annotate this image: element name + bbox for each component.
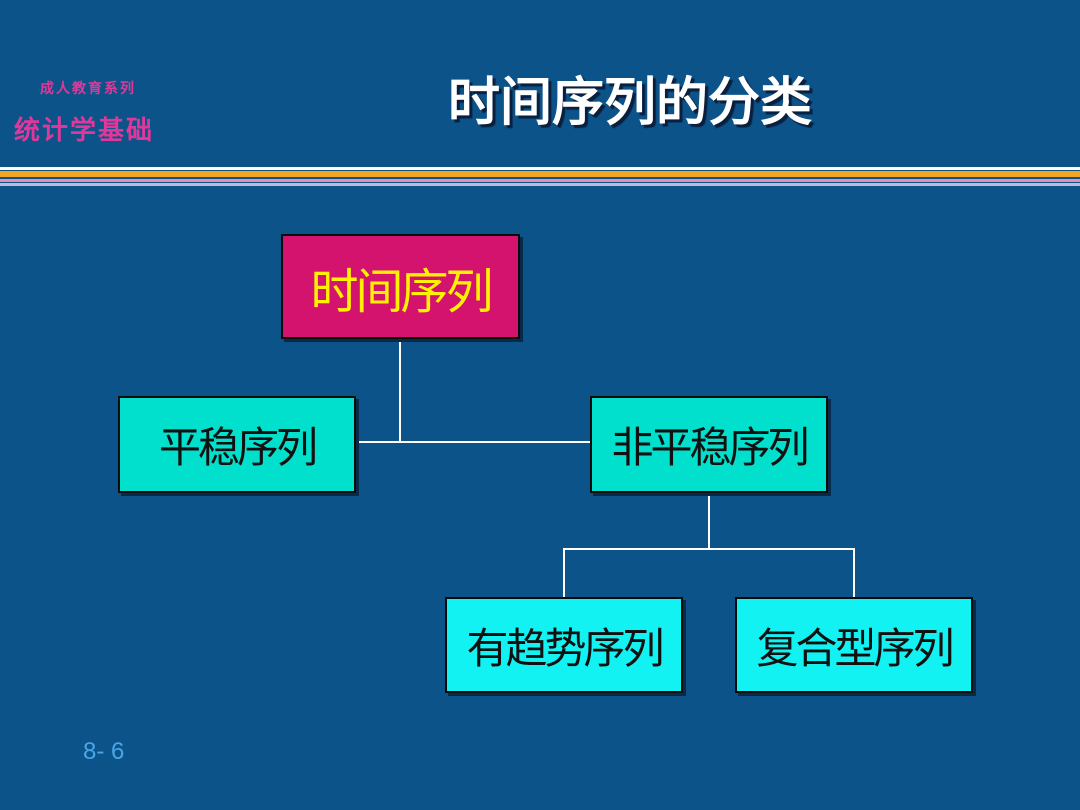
connector-trend-drop xyxy=(563,548,565,597)
connector-composite-drop xyxy=(853,548,855,597)
slide-number: 8- 6 xyxy=(83,738,125,765)
page-title: 时间序列的分类 xyxy=(447,73,812,133)
node-nonstationary-series: 非平稳序列 xyxy=(590,396,828,493)
connector-level2-horizontal xyxy=(563,548,855,550)
course-label: 统计学基础 xyxy=(14,116,155,146)
node-composite-series: 复合型序列 xyxy=(735,597,973,693)
connector-nonstable-down xyxy=(708,493,710,549)
header-rule-orange xyxy=(0,171,1080,177)
series-label: 成人教育系列 xyxy=(40,81,136,97)
connector-level1-horizontal xyxy=(356,441,590,443)
node-trend-series: 有趋势序列 xyxy=(445,597,683,693)
header-rule-white xyxy=(0,167,1080,170)
node-stationary-series: 平稳序列 xyxy=(118,396,356,493)
node-time-series: 时间序列 xyxy=(281,234,520,339)
header-rule-pink xyxy=(0,179,1080,182)
header-rule-lavender xyxy=(0,183,1080,186)
connector-root-down xyxy=(399,339,401,443)
